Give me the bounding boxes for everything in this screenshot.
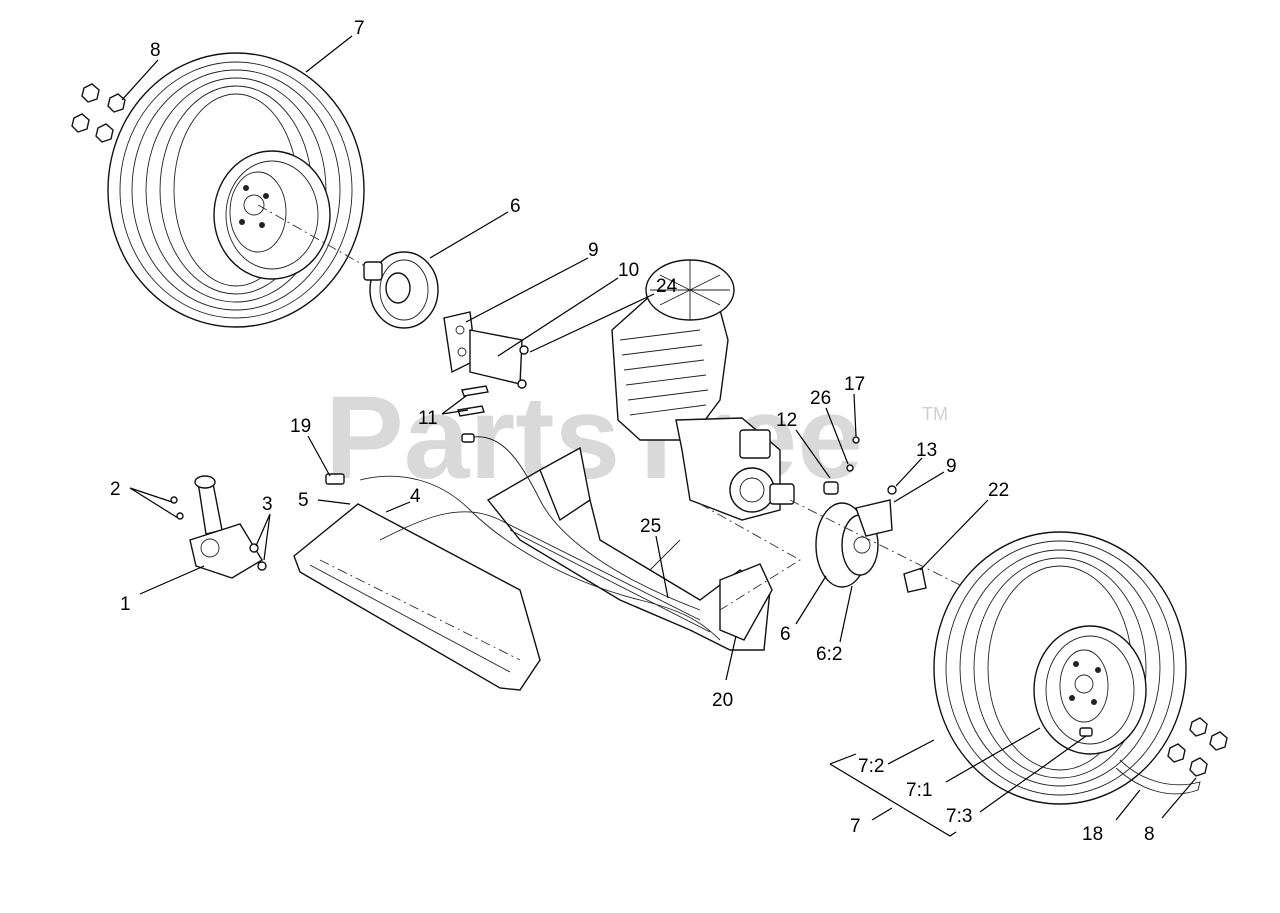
callout-11: 11 — [418, 408, 438, 429]
callout-labels: 7 8 6 9 10 24 11 19 2 3 5 4 1 25 20 12 2… — [110, 18, 1155, 845]
callout-7-1: 7:1 — [906, 780, 932, 801]
trademark-symbol: TM — [922, 404, 948, 424]
frame-assembly — [486, 446, 773, 651]
lug-nuts-bottom — [1167, 717, 1228, 777]
callout-24: 24 — [656, 276, 678, 297]
callout-7-bottom: 7 — [850, 816, 861, 837]
callout-8-top: 8 — [150, 40, 161, 61]
hub-right — [815, 436, 927, 593]
tire-sealant-strip — [1115, 759, 1201, 795]
callout-1: 1 — [120, 594, 131, 615]
leader-lines — [121, 35, 1197, 837]
callout-7-3: 7:3 — [946, 806, 972, 827]
cables — [325, 433, 721, 641]
callout-4: 4 — [410, 486, 421, 507]
callout-18: 18 — [1082, 824, 1103, 845]
callout-7-2: 7:2 — [858, 756, 884, 777]
callout-9-top: 9 — [588, 240, 599, 261]
caster-assembly — [170, 475, 267, 579]
rear-wheel-right — [933, 531, 1187, 805]
callout-7-top: 7 — [354, 18, 365, 39]
rear-wheel-left — [107, 52, 365, 328]
callout-10: 10 — [618, 260, 639, 281]
callout-5: 5 — [298, 490, 309, 511]
callout-6-top: 6 — [510, 196, 521, 217]
callout-8-bottom: 8 — [1144, 824, 1155, 845]
hub-top — [363, 251, 439, 329]
axis-line-right — [789, 499, 991, 601]
lug-nuts-top — [71, 83, 126, 143]
callout-13: 13 — [916, 440, 937, 461]
mount-bracket — [443, 311, 529, 417]
callout-9-right: 9 — [946, 456, 957, 477]
callout-3: 3 — [262, 494, 273, 515]
callout-2: 2 — [110, 479, 121, 500]
callout-25: 25 — [640, 516, 661, 537]
axis-line-left — [257, 204, 373, 271]
callout-22: 22 — [988, 480, 1009, 501]
engine-transaxle — [611, 259, 795, 521]
callout-12: 12 — [776, 410, 797, 431]
callout-17: 17 — [844, 374, 865, 395]
lower-plate — [293, 503, 541, 691]
callout-19: 19 — [290, 416, 311, 437]
axis-line-frame — [699, 503, 801, 611]
callout-6-right: 6 — [780, 624, 791, 645]
callout-20: 20 — [712, 690, 733, 711]
callout-6-2: 6:2 — [816, 644, 842, 665]
callout-26: 26 — [810, 388, 831, 409]
